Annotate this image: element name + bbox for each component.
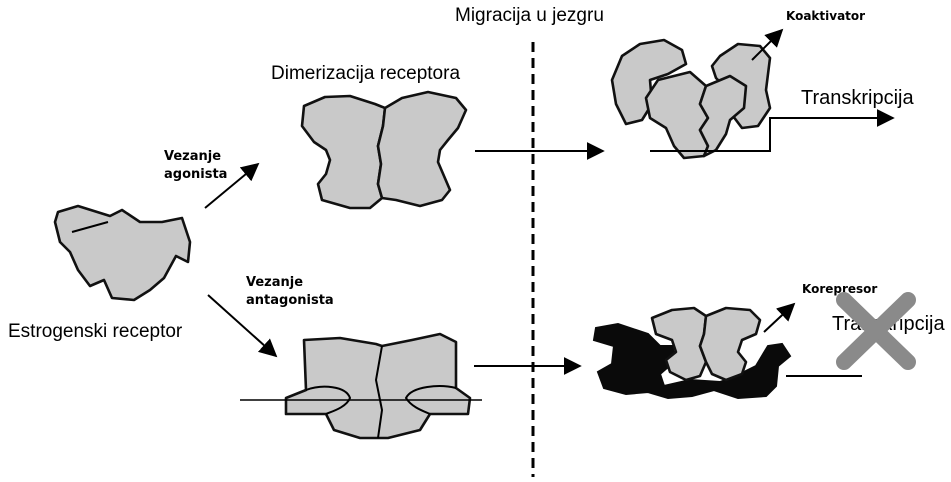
- block-cross-icon: [844, 300, 908, 362]
